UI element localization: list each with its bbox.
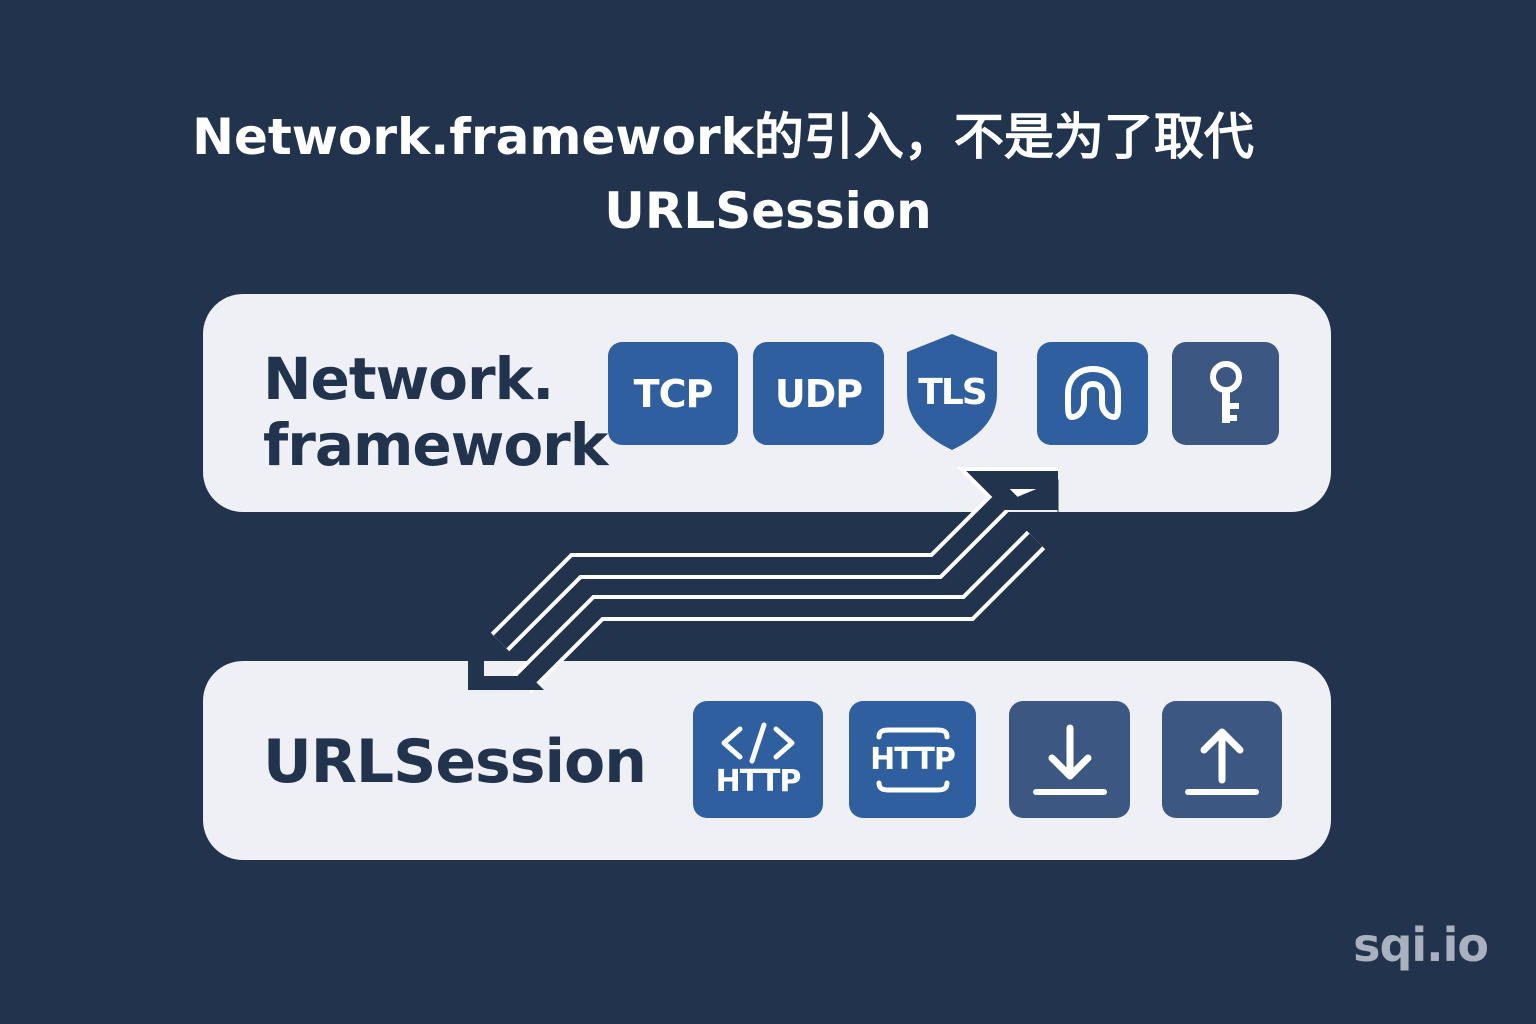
http-top-bar-icon [876, 727, 949, 739]
shield-icon: TLS [905, 332, 999, 452]
arrow-up-right-icon [490, 467, 1059, 652]
title-line-1: Network.framework的引入，不是为了取代 [192, 108, 1254, 166]
page-title: Network.framework的引入，不是为了取代 URLSession [0, 100, 1536, 248]
urlsession-label: URLSession [263, 727, 647, 797]
http-bottom-bar-icon [876, 780, 949, 792]
network-framework-panel: Network. framework TCP UDP TLS [203, 294, 1331, 512]
code-brackets-icon [721, 722, 795, 763]
network-label-line-1: Network. [263, 345, 554, 413]
download-icon [1009, 701, 1130, 818]
http-bar-chip: HTTP [849, 701, 976, 818]
tcp-chip: TCP [608, 342, 738, 445]
urlsession-panel: URLSession HTTP HTTP [203, 661, 1331, 860]
network-label-line-2: framework [263, 411, 608, 479]
code-http-chip: HTTP [693, 701, 823, 818]
network-framework-label: Network. framework [263, 345, 608, 479]
key-icon [1172, 342, 1279, 445]
http-bar-label: HTTP [870, 741, 956, 777]
arrow-down-left-icon [468, 530, 1046, 694]
tcp-chip-label: TCP [633, 371, 714, 416]
watermark-logo: sqi.io [1353, 918, 1489, 972]
loop-connection-icon [1037, 342, 1148, 445]
udp-chip: UDP [753, 342, 884, 445]
tls-label: TLS [918, 371, 987, 413]
code-http-label: HTTP [715, 763, 802, 799]
title-line-2: URLSession [604, 182, 932, 240]
upload-icon [1162, 701, 1282, 818]
udp-chip-label: UDP [774, 371, 863, 416]
